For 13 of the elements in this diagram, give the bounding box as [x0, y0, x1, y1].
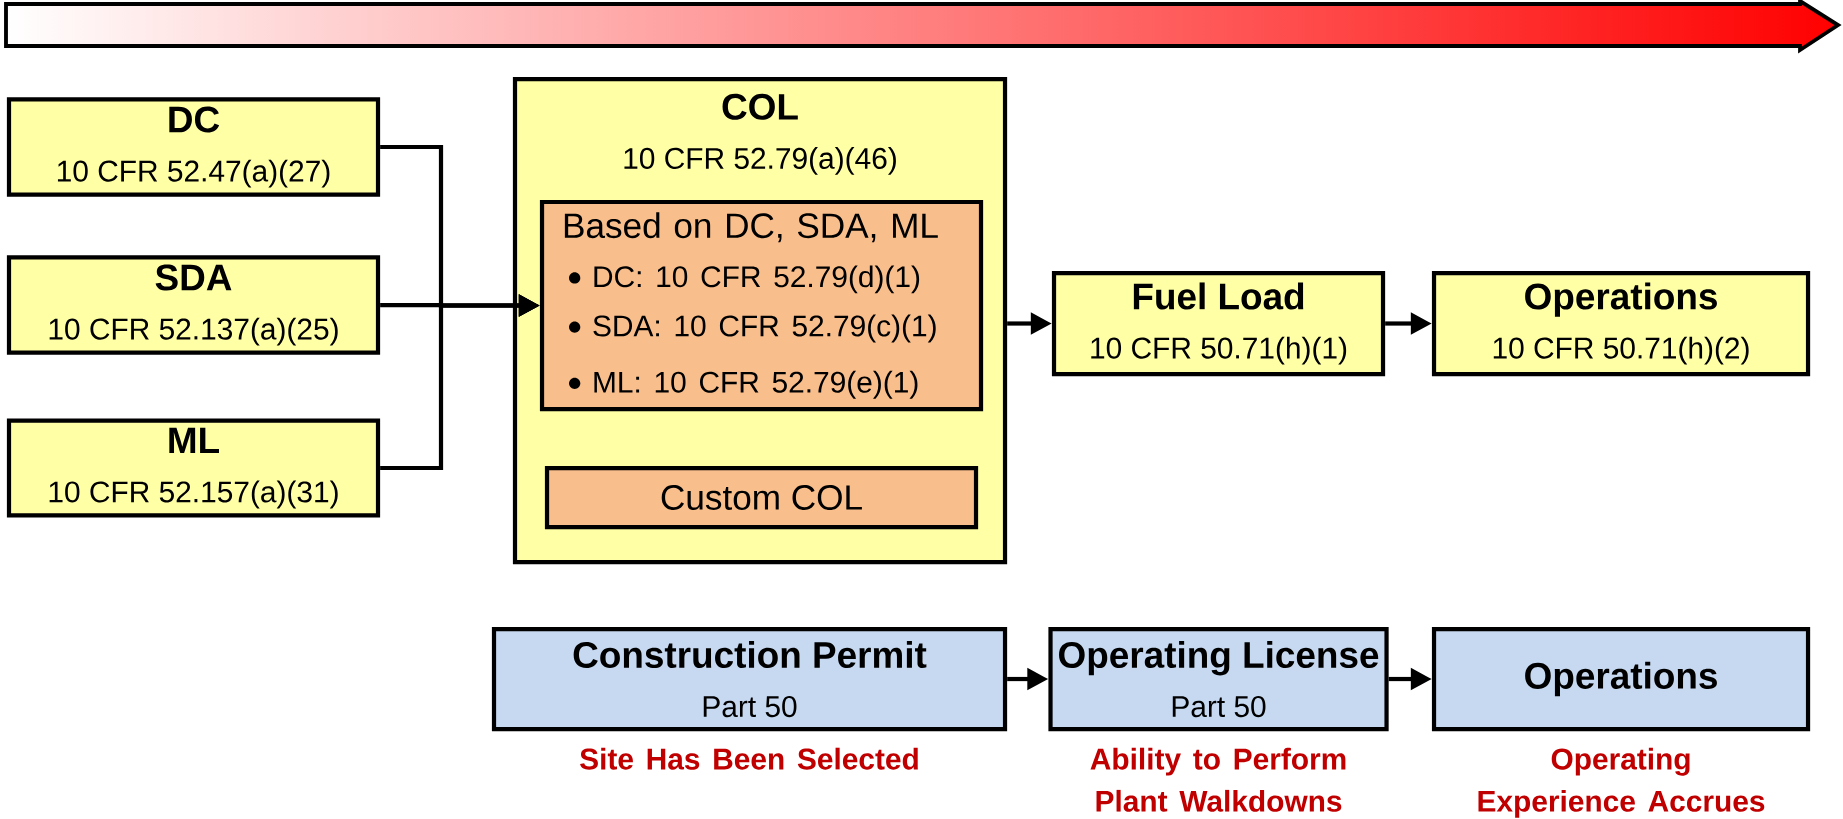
process-box: DC 10 CFR 52.47(a)(27) [6, 97, 381, 197]
process-box: Operations 10 CFR 50.71(h)(2) [1431, 270, 1811, 377]
note-text: Site Has Been Selected [580, 747, 918, 770]
process-box: Construction Permit Part 50 [491, 626, 1008, 732]
detail-box: Custom COL [544, 465, 979, 530]
process-box: Operations [1431, 626, 1811, 732]
process-box: Operating License Part 50 [1048, 626, 1389, 732]
note-text: Operating Experience Accrues [1478, 747, 1765, 818]
detail-box: Based on DC, SDA, ML DC: 10 CFR 52.79(d)(1) SDA: 10 CFR 52.79(c)(1) ML: 10 CFR 52.79(e)(1) [539, 199, 984, 412]
note-text: Ability to Perform Plant Walkdowns [1090, 747, 1346, 812]
process-box: Fuel Load 10 CFR 50.71(h)(1) [1051, 270, 1386, 377]
process-box: SDA 10 CFR 52.137(a)(25) [6, 255, 381, 355]
process-box: ML 10 CFR 52.157(a)(31) [6, 418, 381, 518]
